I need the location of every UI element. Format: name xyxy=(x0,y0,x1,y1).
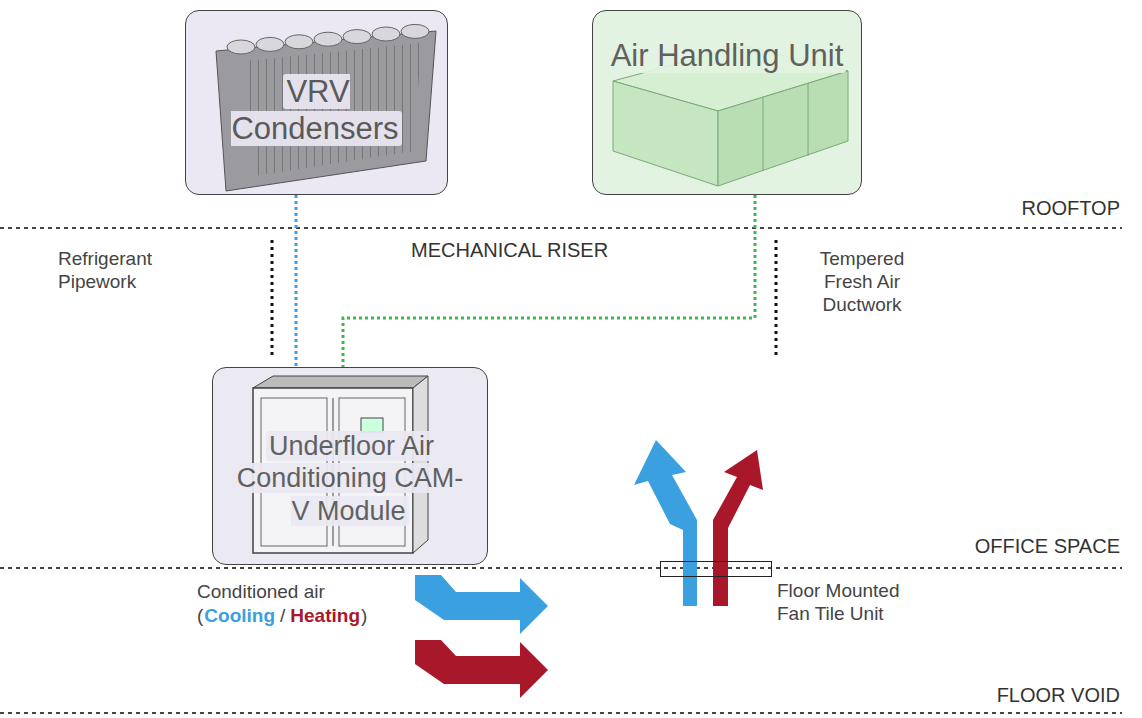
text-label: Cooling xyxy=(204,605,275,628)
pipe-connector xyxy=(295,195,298,367)
node-text: VRV Condensers xyxy=(197,73,437,147)
node-text: Floor Mounted Fan Tile Unit xyxy=(777,580,927,626)
node-text: Air Handling Unit xyxy=(602,37,852,74)
fan-tile-arrows xyxy=(634,440,763,606)
condenser-box: VRV Condensers xyxy=(185,10,448,195)
pipe-connector xyxy=(343,195,755,367)
text-label: Conditioned air xyxy=(197,581,325,604)
text-label: ) xyxy=(361,605,367,628)
text-label: ( xyxy=(197,605,203,628)
conditioned-air-arrows xyxy=(415,575,548,698)
ahu-box: Air Handling Unit xyxy=(592,10,862,195)
text-label: Tempered Fresh Air Ductwork xyxy=(812,248,912,316)
text-label: MECHANICAL RISER xyxy=(411,238,608,262)
text-label: ROOFTOP xyxy=(1021,196,1120,220)
node-text: Underfloor Air Conditioning CAM-V Module xyxy=(230,430,470,527)
text-label: Heating xyxy=(290,605,360,628)
text-label: OFFICE SPACE xyxy=(975,534,1120,558)
text-label: FLOOR VOID xyxy=(997,683,1120,707)
camv-module-box: Underfloor Air Conditioning CAM-V Module xyxy=(212,367,488,565)
fan-tile: Floor Mounted Fan Tile Unit xyxy=(660,561,772,577)
text-label: Refrigerant Pipework xyxy=(58,248,183,294)
text-label: / xyxy=(280,605,285,628)
level-lines xyxy=(0,228,1122,713)
